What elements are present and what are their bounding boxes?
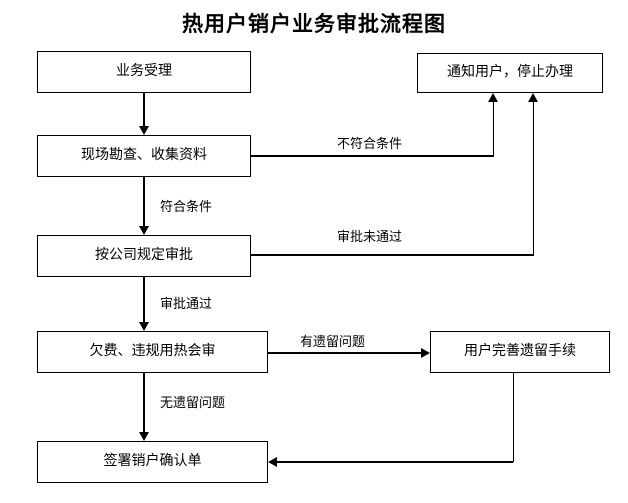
connector-approve-to-notify-vertical [532,102,535,255]
connector-survey-to-notify-horizontal [251,155,494,157]
node-notify-user-stop: 通知用户，停止办理 [417,53,603,93]
connector-formalities-to-sign-vertical [512,373,515,462]
connector-survey-to-approve [143,177,145,226]
connector-review-to-formalities [268,352,421,354]
edge-label-has-issues: 有遗留问题 [300,334,366,349]
page-title: 热用户销户业务审批流程图 [182,13,446,36]
connector-approve-to-notify-horizontal [251,254,534,256]
node-arrears-review: 欠费、违规用热会审 [37,331,268,373]
node-business-acceptance: 业务受理 [37,51,251,93]
connector-formalities-to-sign-horizontal [277,461,513,463]
arrowhead-approve-to-notify [528,93,538,102]
connector-survey-to-notify-vertical [492,102,495,156]
node-site-survey: 现场勘查、收集资料 [37,135,251,177]
connector-accept-to-survey [143,93,145,126]
arrowhead-approve-to-review [138,322,149,331]
arrowhead-survey-to-approve [138,226,149,235]
edge-label-not-qualified: 不符合条件 [337,136,403,151]
node-company-approval: 按公司规定审批 [37,235,251,277]
arrowhead-accept-to-survey [138,126,149,135]
node-user-complete-formalities: 用户完善遗留手续 [430,331,610,373]
edge-label-no-issues: 无遗留问题 [160,395,226,410]
connector-approve-to-review [143,277,145,322]
edge-label-qualified: 符合条件 [160,199,213,214]
arrowhead-review-to-sign [138,432,149,441]
connector-review-to-sign [143,373,145,432]
arrowhead-survey-to-notify [488,93,498,102]
edge-label-approval-passed: 审批通过 [160,296,213,311]
arrowhead-review-to-formalities [421,347,430,358]
node-sign-confirmation: 签署销户确认单 [37,441,268,483]
edge-label-approval-failed: 审批未通过 [337,229,403,244]
arrowhead-formalities-to-sign [268,457,277,467]
